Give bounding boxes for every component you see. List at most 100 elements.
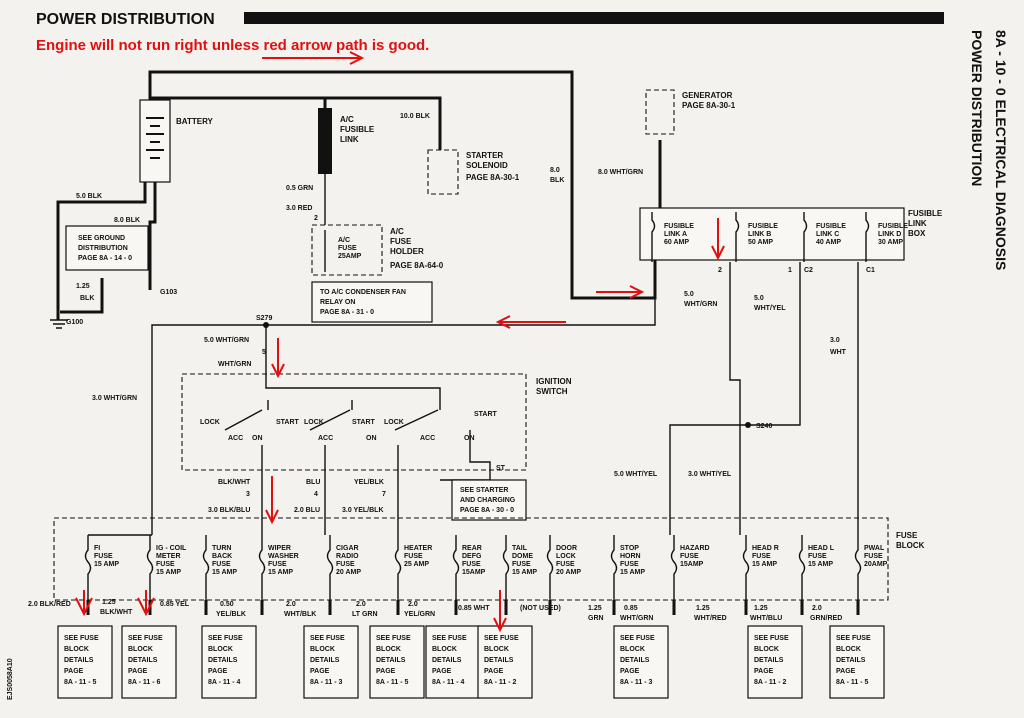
detail-box-line: 8A - 11 - 6 bbox=[128, 679, 161, 686]
ignition-switch: IGNITION SWITCH LOCK ACC ON START LOCK A… bbox=[181, 325, 572, 490]
svg-text:GENERATOR: GENERATOR bbox=[682, 91, 733, 100]
wire-2blu: 2.0 BLU bbox=[294, 507, 320, 514]
wire-5whtgrn-b: WHT/GRN bbox=[684, 301, 717, 308]
page-title: POWER DISTRIBUTION bbox=[36, 11, 215, 28]
svg-text:A/C: A/C bbox=[340, 115, 354, 124]
svg-text:LINK: LINK bbox=[340, 135, 359, 144]
svg-text:START: START bbox=[352, 419, 376, 426]
output-wire-label: 2.0 bbox=[408, 601, 418, 608]
splice-s240: S240 bbox=[756, 423, 772, 430]
fuse-label: WASHER bbox=[268, 553, 299, 560]
detail-box-line: 8A - 11 - 4 bbox=[208, 679, 241, 686]
svg-text:HOLDER: HOLDER bbox=[390, 247, 424, 256]
red-arrow-path bbox=[75, 51, 725, 633]
output-wire-label: 0.85 bbox=[624, 605, 638, 612]
svg-text:ON: ON bbox=[366, 435, 377, 442]
svg-text:ACC: ACC bbox=[420, 435, 435, 442]
detail-box-line: BLOCK bbox=[754, 646, 779, 653]
splice-s240-dot bbox=[745, 422, 751, 428]
detail-box-line: DETAILS bbox=[376, 657, 406, 664]
fusible-link-symbol bbox=[735, 212, 740, 262]
connector-c2: C2 bbox=[804, 267, 813, 274]
wire-3wht-b: WHT bbox=[830, 349, 847, 356]
fusible-link-name: FUSIBLE bbox=[878, 223, 908, 230]
wire-5whtgrn-a: 5.0 bbox=[684, 291, 694, 298]
wire-8blk-a: 8.0 bbox=[550, 167, 560, 174]
side-section: 8A - 10 - 0 ELECTRICAL DIAGNOSIS bbox=[993, 30, 1009, 270]
svg-text:AND CHARGING: AND CHARGING bbox=[460, 497, 516, 504]
detail-box bbox=[121, 625, 177, 699]
wire-yelblk: YEL/BLK bbox=[354, 479, 384, 486]
wire-3blkblu: 3.0 BLK/BLU bbox=[208, 507, 250, 514]
fuse-label: PWAL bbox=[864, 545, 885, 552]
detail-box bbox=[747, 625, 803, 699]
fusible-link-name: FUSIBLE bbox=[816, 223, 846, 230]
output-wire-label: BLK/WHT bbox=[100, 609, 133, 616]
fuse-symbol bbox=[546, 535, 554, 600]
fuse-label: LOCK bbox=[556, 553, 576, 560]
output-wire-label: 1.25 bbox=[588, 605, 602, 612]
detail-box-line: DETAILS bbox=[754, 657, 784, 664]
detail-box-line: 8A - 11 - 2 bbox=[754, 679, 787, 686]
wire-125blk-b: BLK bbox=[80, 295, 94, 302]
output-wire-label: 2.0 bbox=[356, 601, 366, 608]
fuse-label: METER bbox=[156, 553, 181, 560]
fuse-label: IG - COIL bbox=[156, 545, 187, 552]
detail-box-line: SEE FUSE bbox=[836, 635, 871, 642]
fuse-label: FUSE bbox=[462, 561, 481, 568]
ground-g103: G103 bbox=[160, 289, 177, 296]
fusible-link-name: FUSIBLE bbox=[748, 223, 778, 230]
detail-box bbox=[57, 625, 113, 699]
output-wire-label: 1.25 bbox=[754, 605, 768, 612]
fuse-label: FUSE bbox=[336, 561, 355, 568]
output-wire-label: 1.25 bbox=[102, 599, 116, 606]
svg-text:LOCK: LOCK bbox=[200, 419, 220, 426]
output-wire-label: WHT/RED bbox=[694, 615, 727, 622]
fuse-label: 15 AMP bbox=[808, 561, 833, 568]
svg-text:TO A/C CONDENSER FAN: TO A/C CONDENSER FAN bbox=[320, 289, 406, 296]
fuse-label: HAZARD bbox=[680, 545, 710, 552]
output-wire-label: 0.85 YEL bbox=[160, 601, 190, 608]
detail-box-line: DETAILS bbox=[484, 657, 514, 664]
detail-box-line: DETAILS bbox=[310, 657, 340, 664]
detail-box-line: PAGE bbox=[432, 668, 452, 675]
output-wire-label: 1.25 bbox=[696, 605, 710, 612]
fuse-label: BACK bbox=[212, 553, 232, 560]
svg-text:FUSIBLE: FUSIBLE bbox=[908, 209, 943, 218]
fusible-link-sub: LINK D bbox=[878, 231, 901, 238]
fuse-label: FUSE bbox=[512, 561, 531, 568]
fuse-symbol bbox=[394, 535, 402, 600]
fuse-label: FUSE bbox=[404, 553, 423, 560]
detail-box-line: 8A - 11 - 5 bbox=[836, 679, 869, 686]
wire-10blk: 10.0 BLK bbox=[400, 113, 430, 120]
title-bar bbox=[244, 12, 944, 24]
svg-text:LOCK: LOCK bbox=[384, 419, 404, 426]
fuse-label: FUSE bbox=[94, 553, 113, 560]
wire-5blk: 5.0 BLK bbox=[76, 193, 102, 200]
svg-text:SWITCH: SWITCH bbox=[536, 387, 568, 396]
wire-5whtyel-b: WHT/YEL bbox=[754, 305, 786, 312]
ac-fuse-holder: A/C FUSE 25AMP A/C FUSE HOLDER PAGE 8A-6… bbox=[311, 224, 444, 276]
detail-box-line: DETAILS bbox=[208, 657, 238, 664]
svg-text:4: 4 bbox=[314, 491, 318, 498]
svg-text:ON: ON bbox=[252, 435, 263, 442]
ground-symbol-icon bbox=[50, 319, 68, 329]
fuse-label: FUSE bbox=[808, 553, 827, 560]
output-wire-label: 0.50 bbox=[220, 601, 234, 608]
fuse-block bbox=[53, 517, 889, 601]
fuse-symbol bbox=[670, 535, 678, 600]
svg-text:STARTER: STARTER bbox=[466, 151, 503, 160]
ground-wire-8blk bbox=[148, 182, 157, 290]
svg-text:PAGE 8A - 30 - 0: PAGE 8A - 30 - 0 bbox=[460, 507, 514, 514]
wire-5whtyel2: 5.0 WHT/YEL bbox=[614, 471, 658, 478]
fuse-symbol bbox=[326, 535, 334, 600]
svg-text:A/C: A/C bbox=[390, 227, 404, 236]
fusible-link-box: FUSIBLE LINK BOX bbox=[639, 207, 943, 261]
detail-box-line: BLOCK bbox=[208, 646, 233, 653]
fuse-label: RADIO bbox=[336, 553, 359, 560]
wire-125blk-a: 1.25 bbox=[76, 283, 90, 290]
fuse-label: FUSE bbox=[556, 561, 575, 568]
